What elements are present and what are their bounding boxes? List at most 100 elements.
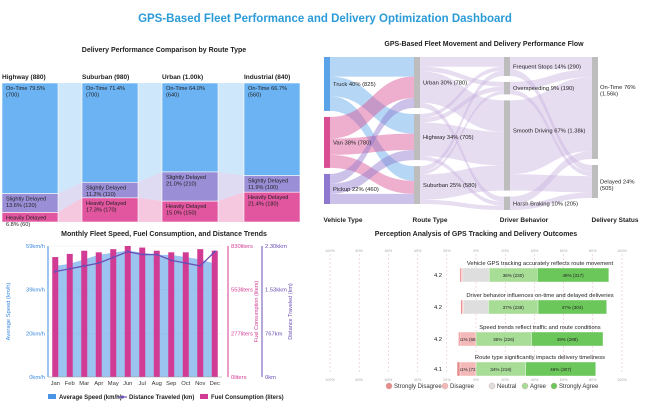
combo-right1-tick: 277liters xyxy=(231,331,253,337)
combo-distance-point xyxy=(141,253,144,256)
likert-scale-top: 20% xyxy=(443,249,451,253)
combo-distance-point xyxy=(170,259,173,262)
likert-mean: 4.2 xyxy=(434,273,442,279)
combo-distance-point xyxy=(155,253,158,256)
sankey-link xyxy=(330,193,414,204)
sankey-link xyxy=(420,165,504,200)
likert-segment xyxy=(537,299,607,315)
likert-scale-top: 60% xyxy=(385,249,393,253)
combo-right1-axis-label: Fuel Consumption (liters) xyxy=(254,281,260,343)
sankey-node xyxy=(324,116,330,168)
sankey-node xyxy=(504,196,510,210)
sankey-link xyxy=(330,133,414,155)
combo-right1-tick: 0liters xyxy=(231,375,247,381)
likert-mean: 4.2 xyxy=(434,337,442,343)
combo-x-tick: Oct xyxy=(181,381,190,387)
likert-segment xyxy=(463,299,489,315)
mosaic-segment xyxy=(1,82,59,194)
sankey-node-label: Harsh Braking 10% (205) xyxy=(513,201,578,207)
combo-left-tick: 39km/h xyxy=(26,288,45,294)
combo-legend-swatch-dot xyxy=(121,395,124,399)
combo-distance-point xyxy=(112,256,115,259)
mosaic-ribbon xyxy=(58,197,82,222)
sankey-stage-label: Delivery Status xyxy=(592,217,639,224)
combo-fuel-bar xyxy=(139,247,146,377)
likert-scale-top: 80% xyxy=(589,249,597,253)
sankey-node xyxy=(504,81,510,95)
mosaic-segment-label: On-Time 71.4%(700) xyxy=(86,86,125,99)
likert-scale-bottom: 60% xyxy=(385,378,393,382)
combo-x-tick: Apr xyxy=(94,381,103,387)
combo-speed-area xyxy=(55,250,215,377)
monthly-trends-chart: Monthly Fleet Speed, Fuel Consumption, a… xyxy=(6,231,294,401)
likert-question: Vehicle GPS tracking accurately reflects… xyxy=(467,261,614,267)
likert-segment xyxy=(458,331,461,347)
likert-scale-top: 100% xyxy=(617,249,627,253)
likert-chart: Perception Analysis of GPS Tracking and … xyxy=(325,231,627,390)
combo-fuel-bar xyxy=(197,249,204,377)
likert-legend-swatch xyxy=(550,382,558,390)
combo-x-tick: Feb xyxy=(65,381,75,387)
likert-segment xyxy=(531,331,604,347)
combo-x-tick: Dec xyxy=(210,381,220,387)
sankey-link xyxy=(420,86,504,123)
combo-distance-point xyxy=(126,250,129,253)
sankey-link xyxy=(420,66,504,87)
likert-legend-swatch xyxy=(385,382,393,390)
sankey-node-label: On-Time 76%(1.56k) xyxy=(600,85,636,98)
likert-legend-label: Neutral xyxy=(497,384,516,390)
sankey-node-label: Truck 40% (825) xyxy=(333,82,376,88)
mosaic-title: Delivery Performance Comparison by Route… xyxy=(82,47,247,54)
mosaic-segment xyxy=(1,212,59,223)
sankey-node xyxy=(324,173,330,204)
mosaic-segment xyxy=(81,82,139,183)
combo-right1-tick: 553liters xyxy=(231,288,253,294)
likert-scale-top: 40% xyxy=(531,249,539,253)
sankey-node-label: Pickup 22% (460) xyxy=(333,187,379,193)
likert-scale-top: 0% xyxy=(473,249,479,253)
combo-title: Monthly Fleet Speed, Fuel Consumption, a… xyxy=(61,231,267,238)
sankey-node xyxy=(414,113,420,161)
mosaic-segment-label: On-Time 79.5%(700) xyxy=(6,86,45,99)
mosaic-segment xyxy=(161,82,219,173)
likert-segment-label: 34% (218) xyxy=(490,367,512,372)
likert-segment-label: 49% (317) xyxy=(562,273,584,278)
combo-fuel-bar xyxy=(182,252,189,377)
combo-distance-point xyxy=(97,261,100,265)
combo-fuel-bar xyxy=(95,252,102,377)
combo-x-tick: Aug xyxy=(152,381,162,387)
sankey-link xyxy=(510,57,592,70)
mosaic-segment xyxy=(81,197,139,223)
sankey-link xyxy=(420,122,504,166)
likert-scale-bottom: 100% xyxy=(325,378,335,382)
likert-scale-top: 20% xyxy=(501,249,509,253)
mosaic-ribbon xyxy=(218,171,244,202)
likert-legend-label: Agree xyxy=(530,384,547,390)
mosaic-category-label: Industrial (840) xyxy=(244,74,290,81)
sankey-link xyxy=(510,77,592,175)
combo-distance-point xyxy=(213,250,216,253)
sankey-link xyxy=(330,154,414,194)
sankey-node-label: Suburban 25% (580) xyxy=(423,183,477,189)
combo-distance-point xyxy=(68,267,71,270)
sankey-node xyxy=(504,100,510,191)
combo-right2-tick: 767km xyxy=(265,331,283,337)
combo-left-tick: 59km/h xyxy=(26,244,45,250)
sankey-link xyxy=(330,76,414,134)
sankey-node xyxy=(414,57,420,108)
mosaic-segment xyxy=(243,82,301,176)
likert-segment-label: 11% (72) xyxy=(459,367,478,372)
sankey-link xyxy=(510,69,592,90)
sankey-node xyxy=(414,166,420,204)
likert-segment xyxy=(460,299,463,315)
likert-scale-top: 100% xyxy=(325,249,335,253)
combo-x-tick: Nov xyxy=(195,381,205,387)
likert-segment-label: 36% (226) xyxy=(493,337,515,342)
likert-question: Driver behavior influences on-time and d… xyxy=(466,293,613,299)
combo-legend-swatch xyxy=(48,394,56,399)
likert-legend-swatch xyxy=(488,382,496,390)
mosaic-ribbon xyxy=(58,182,82,213)
mosaic-ribbon xyxy=(138,83,162,183)
combo-legend-label: Distance Traveled (km) xyxy=(129,395,194,401)
